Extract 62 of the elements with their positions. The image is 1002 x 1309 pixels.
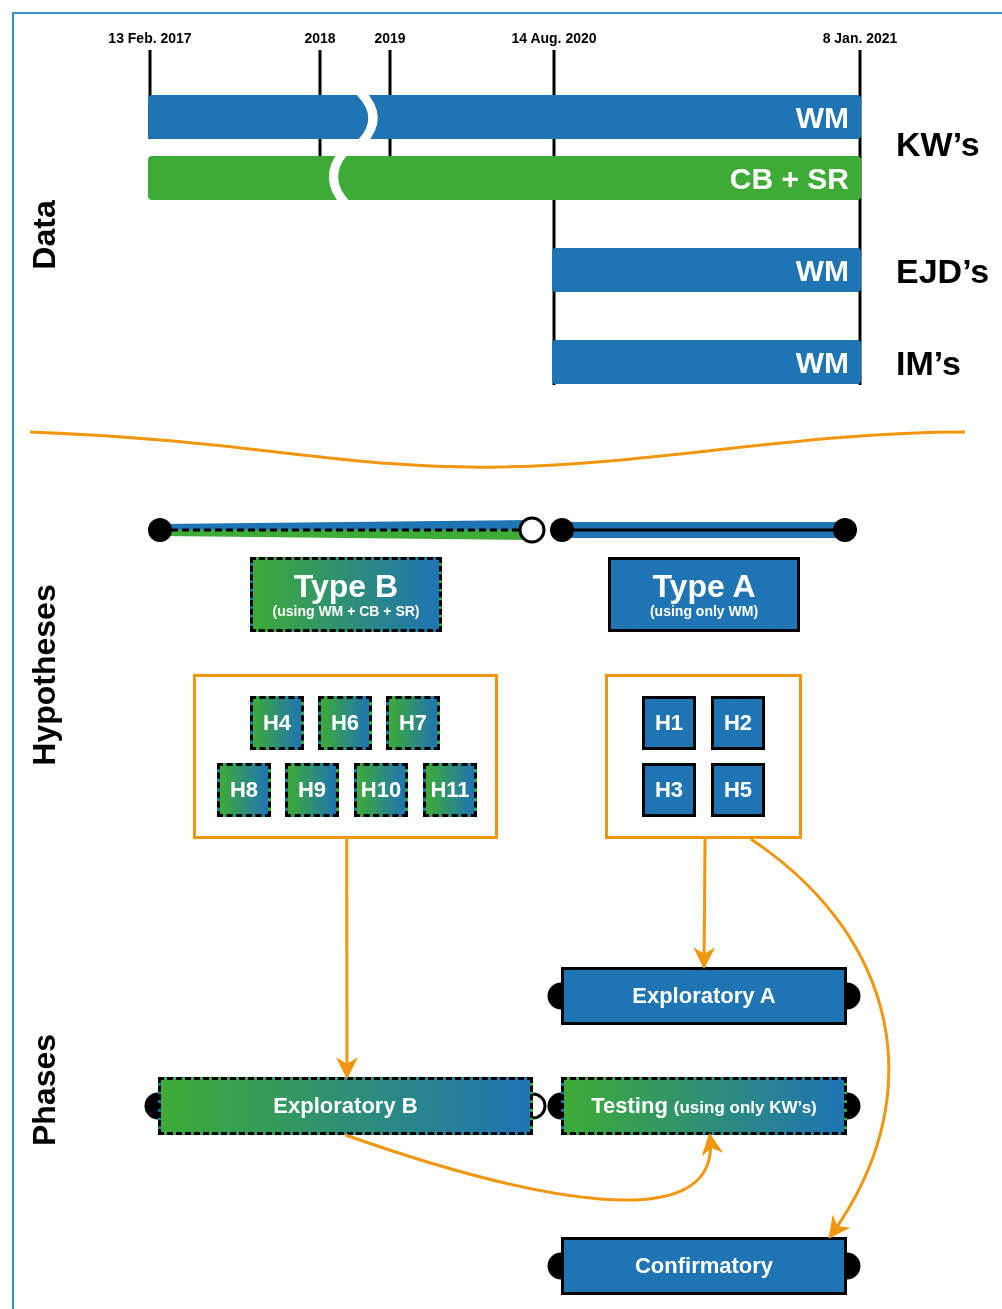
phase-label: Testing [591,1094,668,1119]
arrow [345,1132,721,1202]
hypothesis-box [354,763,408,817]
date-label: 2019 [374,30,406,46]
section-label: Phases [25,1033,63,1147]
date-label: 8 Jan. 2021 [822,30,898,46]
arrow [693,839,716,970]
hypothesis-label: H6 [330,710,360,736]
type-subtitle: (using WM + CB + SR) [272,604,420,620]
phase-box [561,1237,847,1295]
hypothesis-box [711,763,765,817]
hypothesis-box [386,696,440,750]
data-bar [552,340,861,384]
bar-label: WM [795,253,849,287]
section-label: Data [25,200,63,270]
bar-label: WM [795,100,849,134]
hypothesis-label: H3 [654,777,684,803]
hypothesis-label: H2 [723,710,753,736]
phase-label: Confirmatory [634,1254,774,1279]
hypothesis-label: H11 [430,777,470,803]
phase-label: Exploratory B [273,1094,418,1119]
hypothesis-box [217,763,271,817]
hypothesis-box [318,696,372,750]
section-label: Hypotheses [25,584,63,766]
hypothesis-label: H4 [262,710,292,736]
arrow [749,837,891,1239]
phase-box [561,1077,847,1135]
hypothesis-box [423,763,477,817]
hypothesis-box [642,763,696,817]
phase-label: Exploratory A [632,984,776,1009]
hypothesis-label: H10 [360,777,402,803]
date-label: 2018 [304,30,336,46]
hypothesis-label: H1 [654,710,684,736]
type-title: Type A [652,569,756,605]
type-subtitle: (using only WM) [649,604,759,620]
phase-box [158,1077,533,1135]
bar-label: CB + SR [729,161,849,195]
hypothesis-box [711,696,765,750]
group-box [605,674,802,839]
hypothesis-box [642,696,696,750]
bar-label: WM [795,345,849,379]
type-box [250,557,442,632]
row-label: EJD’s [896,252,990,291]
group-box [193,674,498,839]
data-bar [148,95,861,139]
hypothesis-box [285,763,339,817]
data-bar [552,248,861,292]
hypothesis-label: H7 [398,710,428,736]
hypothesis-box [250,696,304,750]
hypothesis-label: H9 [297,777,327,803]
date-label: 14 Aug. 2020 [511,30,597,46]
hypothesis-label: H8 [229,777,259,803]
phase-note: (using only KW’s) [673,1099,817,1118]
data-bar [148,156,861,200]
row-label: KW’s [896,125,980,164]
phase-box [561,967,847,1025]
row-label: IM’s [896,344,961,383]
arrow [336,839,358,1080]
date-label: 13 Feb. 2017 [108,30,192,46]
hypothesis-label: H5 [723,777,753,803]
type-box [608,557,800,632]
type-title: Type B [293,569,399,605]
